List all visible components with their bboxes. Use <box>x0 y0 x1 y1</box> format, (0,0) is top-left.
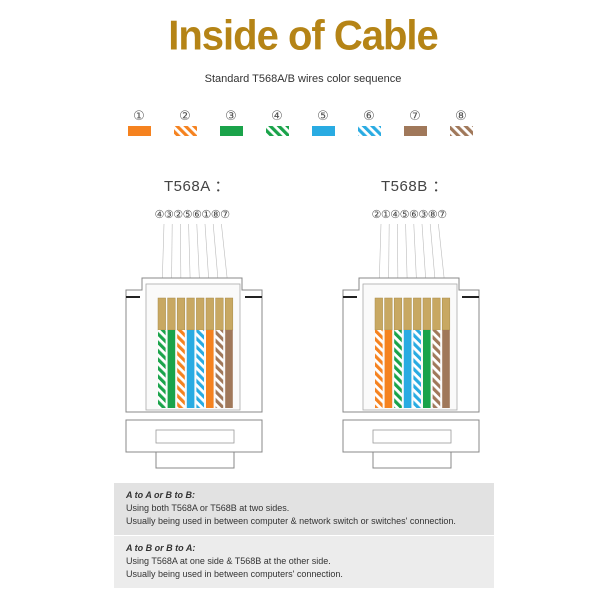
pin-sequence: ④③②⑤⑥①⑧⑦ <box>155 208 231 221</box>
wire-7 <box>442 330 450 408</box>
wire-swatch-2 <box>174 126 197 136</box>
info-line: Usually being used in between computer &… <box>126 516 456 526</box>
wire-2 <box>177 330 185 408</box>
wire-number-7: ⑦ <box>409 109 421 124</box>
wire-5 <box>403 330 412 408</box>
pin-sequence: ②①④⑤⑥③⑧⑦ <box>372 208 448 221</box>
cable-stub <box>155 451 235 469</box>
wire-number-8: ⑧ <box>455 109 467 124</box>
wire-number-4: ④ <box>271 109 283 124</box>
straight-through-info: A to A or B to B: Using both T568A or T5… <box>114 483 494 535</box>
wire-swatch-7 <box>404 126 427 136</box>
wire-number-2: ② <box>179 109 191 124</box>
contact-pin <box>196 297 205 331</box>
wire-number-1: ① <box>133 109 145 124</box>
wire-swatch-1 <box>128 126 151 136</box>
contact-pin <box>205 297 214 331</box>
wire-1 <box>206 330 214 408</box>
boot-slot <box>155 429 235 444</box>
wire-number-3: ③ <box>225 109 237 124</box>
crossover-info: A to B or B to A: Using T568A at one sid… <box>114 536 494 588</box>
wire-8 <box>432 330 441 408</box>
page-subtitle: Standard T568A/B wires color sequence <box>204 73 402 85</box>
wire-6 <box>196 330 204 408</box>
wire-number-6: ⑥ <box>363 109 375 124</box>
wire-2 <box>375 330 383 408</box>
contact-pin <box>422 297 431 331</box>
contact-pin <box>176 297 186 331</box>
wire-5 <box>186 330 195 408</box>
info-heading: A to B or B to A: <box>126 543 196 553</box>
wire-4 <box>394 330 402 408</box>
rj45-connector-t568a: ④③②⑤⑥①⑧⑦ <box>125 208 263 469</box>
page-title: Inside of Cable <box>168 12 439 60</box>
contact-pin <box>167 297 176 331</box>
contact-pin <box>403 297 412 331</box>
info-line: Using both T568A or T568B at two sides. <box>126 503 290 513</box>
wire-8 <box>215 330 224 408</box>
connector-boot <box>125 419 263 453</box>
wire-color-legend: ① ② ③ ④ ⑤ ⑥ ⑦ ⑧ <box>128 109 473 136</box>
contact-pin <box>432 297 441 331</box>
contact-pin <box>393 297 403 331</box>
wire-swatch-6 <box>358 126 381 136</box>
wire-7 <box>225 330 233 408</box>
t568b-label: T568B ： <box>381 178 448 195</box>
contact-pin <box>215 297 224 331</box>
connector-diagrams: ④③②⑤⑥①⑧⑦ ②①④⑤⑥③⑧⑦ <box>125 208 480 469</box>
wire-1 <box>384 330 393 408</box>
contact-pin <box>374 297 383 331</box>
info-line: Usually being used in between computers'… <box>126 569 343 579</box>
contact-pin <box>384 297 393 331</box>
wire-number-5: ⑤ <box>317 109 329 124</box>
info-line: Using T568A at one side & T568B at the o… <box>126 556 331 566</box>
wire-6 <box>413 330 421 408</box>
contact-pin <box>224 297 234 331</box>
wire-3 <box>423 330 431 408</box>
cable-stub <box>372 451 452 469</box>
contact-pin <box>441 297 451 331</box>
contact-pin <box>157 297 166 331</box>
wire-4 <box>158 330 166 408</box>
t568a-label: T568A ： <box>164 178 231 195</box>
wire-swatch-8 <box>450 126 473 136</box>
contact-pin <box>413 297 422 331</box>
boot-slot <box>372 429 452 444</box>
rj45-connector-t568b: ②①④⑤⑥③⑧⑦ <box>342 208 480 469</box>
wire-swatch-5 <box>312 126 335 136</box>
contact-pin <box>186 297 195 331</box>
info-heading: A to A or B to B: <box>126 490 195 500</box>
wire-3 <box>167 330 176 408</box>
wire-swatch-3 <box>220 126 243 136</box>
wire-swatch-4 <box>266 126 289 136</box>
